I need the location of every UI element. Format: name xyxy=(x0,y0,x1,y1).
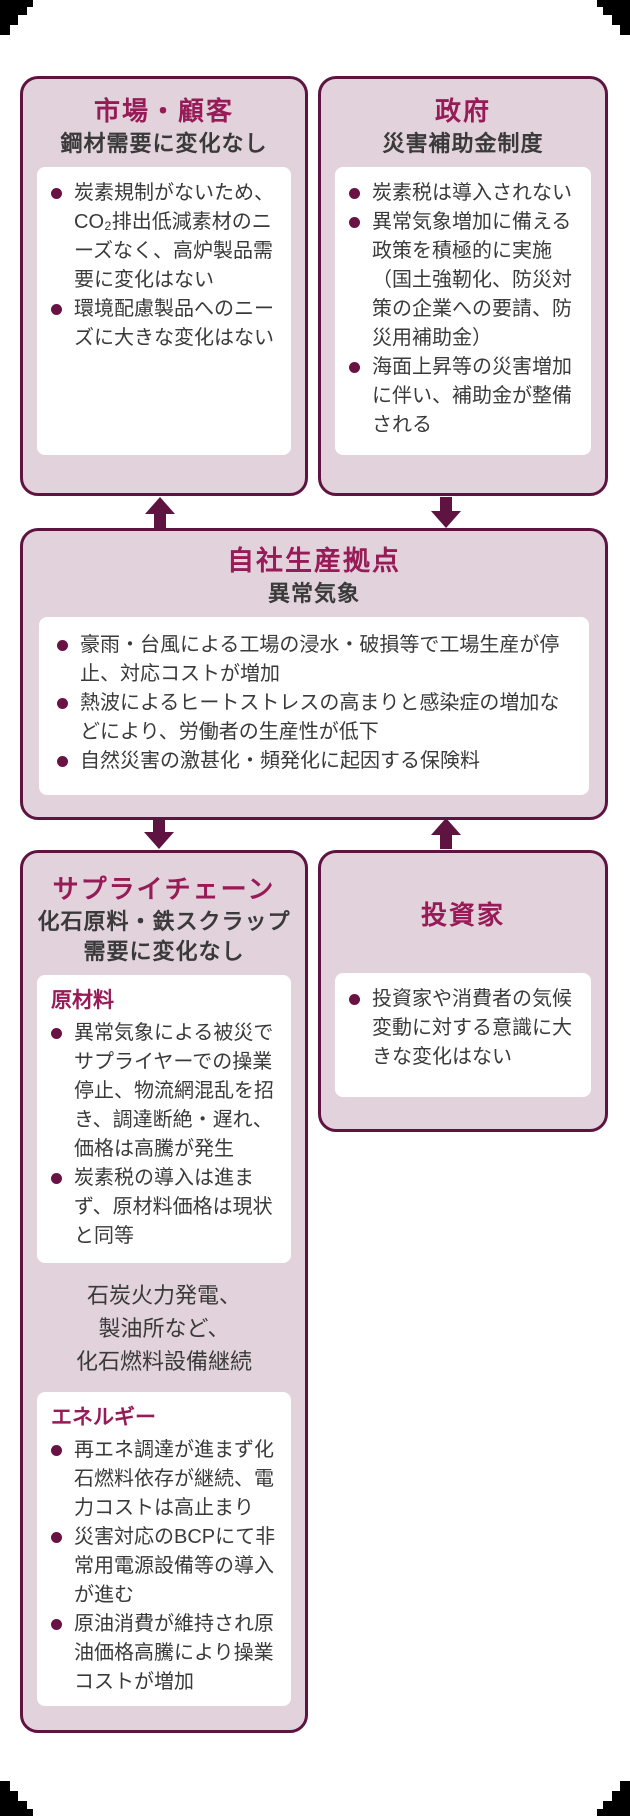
investor-panel: 投資家や消費者の気候変動に対する意識に大きな変化はない xyxy=(335,973,591,1097)
government-box: 政府 災害補助金制度 炭素税は導入されない 異常気象増加に備える政策を積極的に実… xyxy=(318,76,608,496)
bullet-item: 異常気象による被災でサプライヤーでの操業停止、物流網混乱を招き、調達断絶・遅れ、… xyxy=(49,1019,281,1164)
market-customers-bullet-list: 炭素規制がないため、CO₂排出低減素材のニーズなく、高炉製品需要に変化はない 環… xyxy=(49,179,281,353)
production-sites-box: 自社生産拠点 異常気象 豪雨・台風による工場の浸水・破損等で工場生産が停止、対応… xyxy=(20,528,608,820)
energy-heading: エネルギー xyxy=(51,1406,156,1429)
government-panel: 炭素税は導入されない 異常気象増加に備える政策を積極的に実施（国土強靭化、防災対… xyxy=(335,167,591,455)
fossil-facilities-note: 石炭火力発電、 製油所など、 化石燃料設備継続 xyxy=(75,1283,252,1374)
bullet-item: 熱波によるヒートストレスの高まりと感染症の増加などにより、労働者の生産性が低下 xyxy=(55,689,565,747)
production-sites-bullet-list: 豪雨・台風による工場の浸水・破損等で工場生産が停止、対応コストが増加 熱波による… xyxy=(55,631,565,776)
supply-chain-title: サプライチェーン xyxy=(52,874,276,904)
corner-cut-top-right xyxy=(594,0,630,40)
bullet-item: 自然災害の激甚化・頻発化に起因する保険料 xyxy=(55,747,565,776)
production-sites-subtitle: 異常気象 xyxy=(267,581,360,606)
arrow-up-icon xyxy=(145,497,175,528)
arrow-up-icon xyxy=(431,818,461,849)
energy-bullet-list: 再エネ調達が進まず化石燃料依存が継続、電力コストは高止まり 災害対応のBCPにて… xyxy=(49,1436,281,1697)
government-bullet-list: 炭素税は導入されない 異常気象増加に備える政策を積極的に実施（国土強靭化、防災対… xyxy=(347,179,581,440)
production-sites-title: 自社生産拠点 xyxy=(227,546,401,576)
bullet-item: 炭素規制がないため、CO₂排出低減素材のニーズなく、高炉製品需要に変化はない xyxy=(49,179,281,295)
bullet-item: 豪雨・台風による工場の浸水・破損等で工場生産が停止、対応コストが増加 xyxy=(55,631,565,689)
corner-cut-bottom-right xyxy=(594,1776,630,1816)
investor-bullet-list: 投資家や消費者の気候変動に対する意識に大きな変化はない xyxy=(347,985,581,1072)
raw-materials-heading: 原材料 xyxy=(51,989,114,1012)
production-sites-panel: 豪雨・台風による工場の浸水・破損等で工場生産が停止、対応コストが増加 熱波による… xyxy=(39,617,589,795)
supply-chain-subtitle: 化石原料・鉄スクラップ 需要に変化なし xyxy=(37,909,291,964)
corner-cut-bottom-left xyxy=(0,1776,36,1816)
market-customers-subtitle: 鋼材需要に変化なし xyxy=(60,131,268,156)
arrow-down-icon xyxy=(144,818,174,849)
bullet-item: 炭素税は導入されない xyxy=(347,179,581,208)
raw-materials-bullet-list: 異常気象による被災でサプライヤーでの操業停止、物流網混乱を招き、調達断絶・遅れ、… xyxy=(49,1019,281,1251)
bullet-item: 投資家や消費者の気候変動に対する意識に大きな変化はない xyxy=(347,985,581,1072)
arrow-down-icon xyxy=(431,497,461,528)
bullet-item: 原油消費が維持され原油価格高騰により操業コストが増加 xyxy=(49,1610,281,1697)
market-customers-box: 市場・顧客 鋼材需要に変化なし 炭素規制がないため、CO₂排出低減素材のニーズな… xyxy=(20,76,308,496)
market-customers-panel: 炭素規制がないため、CO₂排出低減素材のニーズなく、高炉製品需要に変化はない 環… xyxy=(37,167,291,455)
bullet-item: 環境配慮製品へのニーズに大きな変化はない xyxy=(49,295,281,353)
raw-materials-panel: 原材料 異常気象による被災でサプライヤーでの操業停止、物流網混乱を招き、調達断絶… xyxy=(37,975,291,1263)
supply-chain-box: サプライチェーン 化石原料・鉄スクラップ 需要に変化なし 原材料 異常気象による… xyxy=(20,850,308,1733)
bullet-item: 災害対応のBCPにて非常用電源設備等の導入が進む xyxy=(49,1523,281,1610)
bullet-item: 炭素税の導入は進まず、原材料価格は現状と同等 xyxy=(49,1164,281,1251)
government-subtitle: 災害補助金制度 xyxy=(382,131,544,156)
market-customers-title: 市場・顧客 xyxy=(93,96,234,126)
investor-box: 投資家 投資家や消費者の気候変動に対する意識に大きな変化はない xyxy=(318,850,608,1132)
bullet-item: 異常気象増加に備える政策を積極的に実施（国土強靭化、防災対策の企業への要請、防災… xyxy=(347,208,581,353)
investor-title: 投資家 xyxy=(420,900,505,930)
bullet-item: 再エネ調達が進まず化石燃料依存が継続、電力コストは高止まり xyxy=(49,1436,281,1523)
bullet-item: 海面上昇等の災害増加に伴い、補助金が整備される xyxy=(347,353,581,440)
corner-cut-top-left xyxy=(0,0,33,35)
government-title: 政府 xyxy=(434,96,491,126)
energy-panel: エネルギー 再エネ調達が進まず化石燃料依存が継続、電力コストは高止まり 災害対応… xyxy=(37,1392,291,1706)
